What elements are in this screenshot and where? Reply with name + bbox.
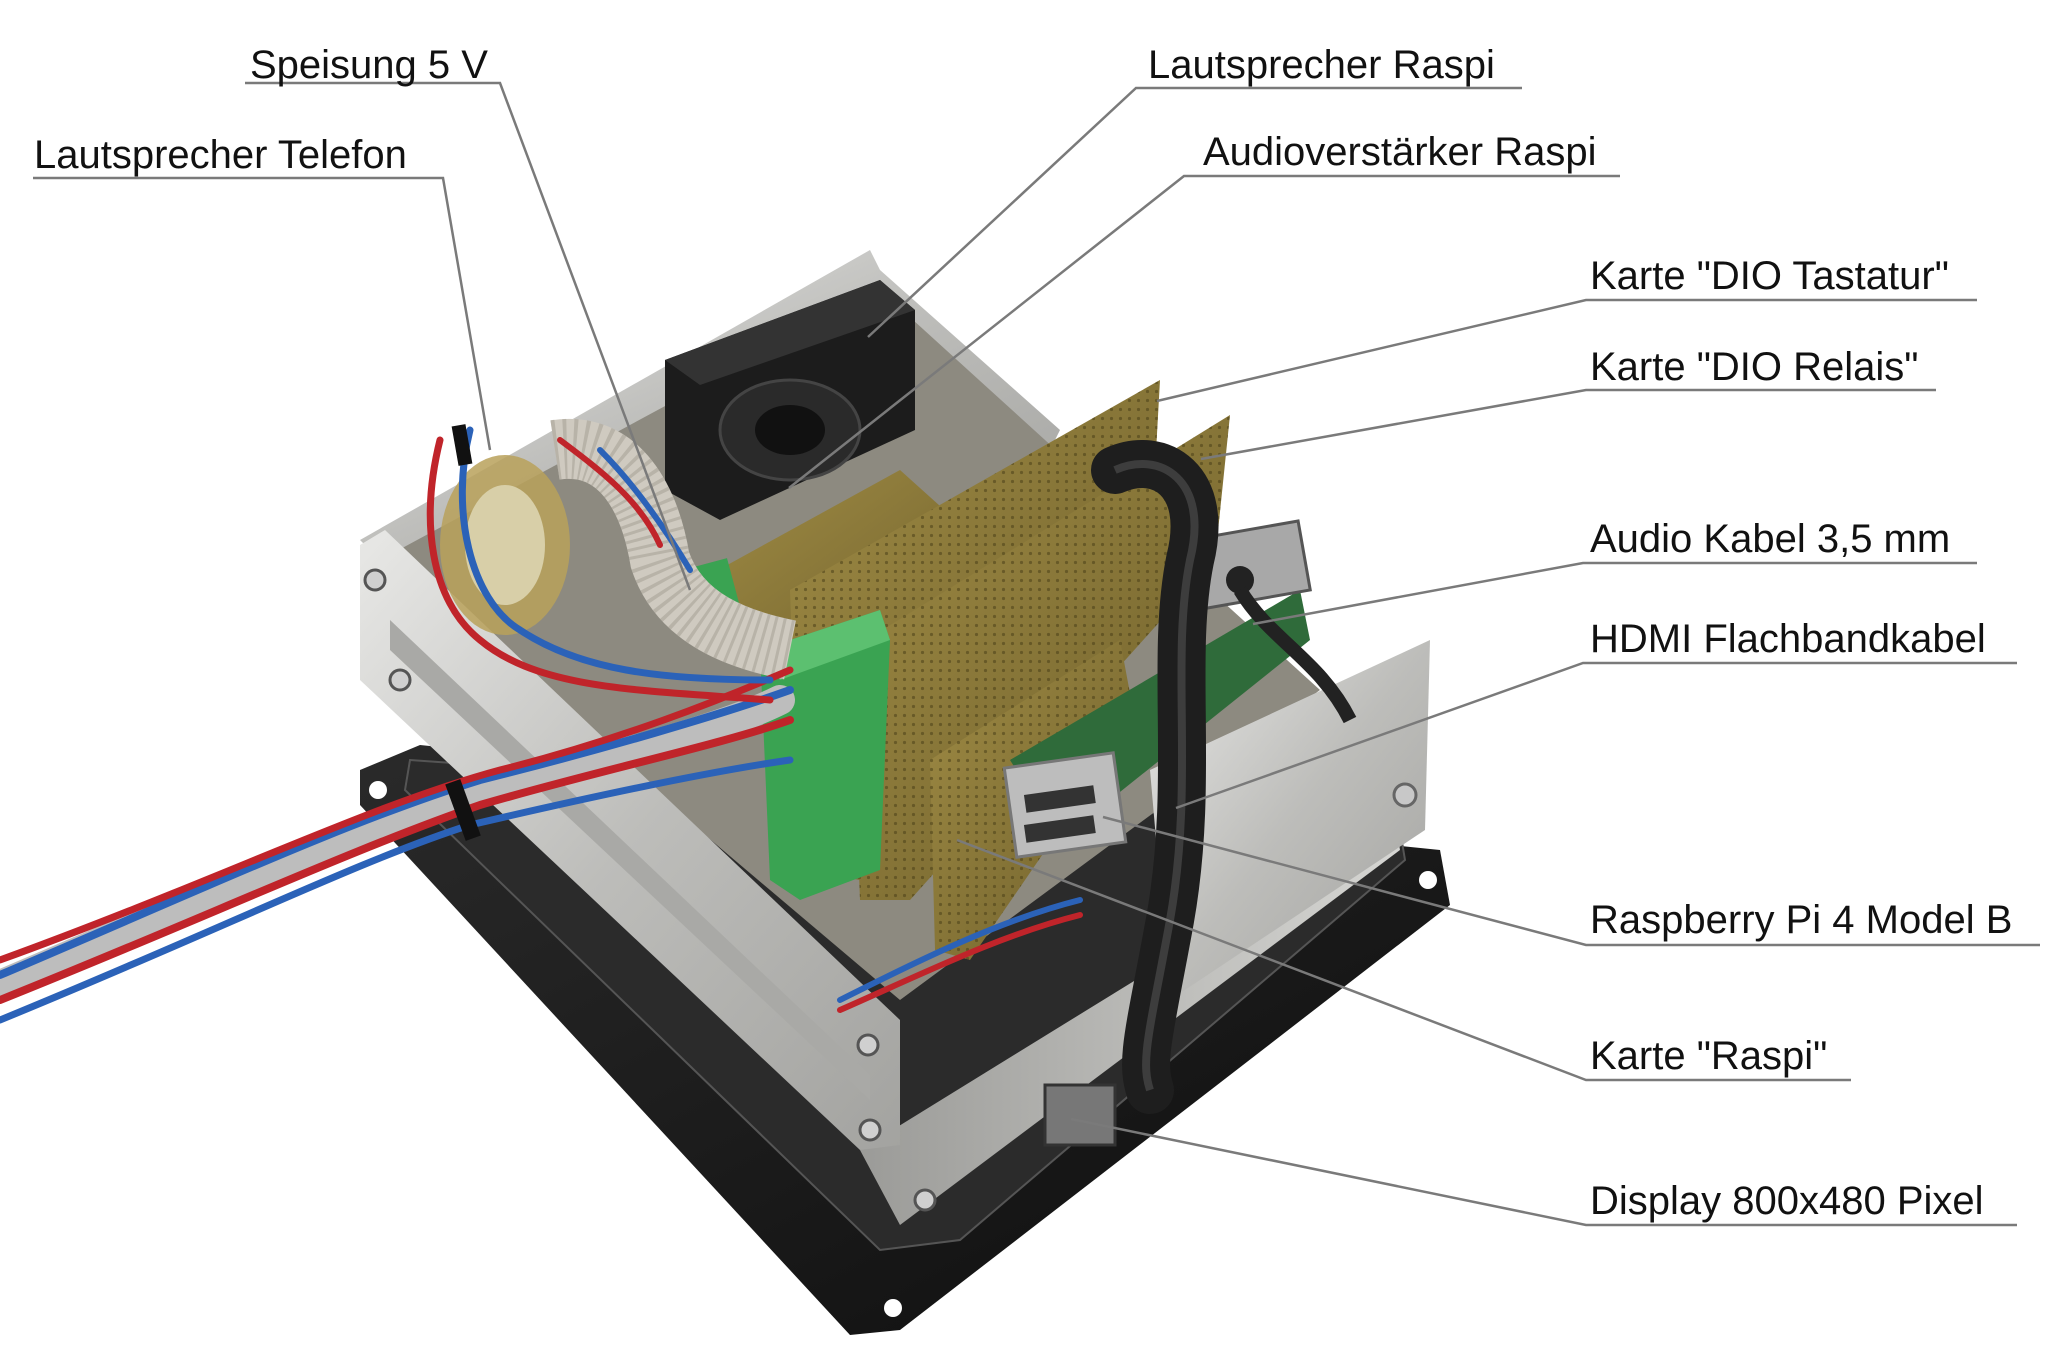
leader-lines xyxy=(33,81,2040,1227)
hdmi-ribbon-highlight xyxy=(1113,460,1199,1092)
label-display: Display 800x480 Pixel xyxy=(1590,1179,1984,1223)
leader-raspberry-pi xyxy=(1102,815,2040,947)
device-illustration xyxy=(0,250,1450,1335)
cable-tie xyxy=(451,424,473,466)
leader-audio-kabel xyxy=(1252,561,1977,626)
front-rail xyxy=(390,620,870,1100)
screw xyxy=(858,1118,882,1142)
label-audioverstaerker-raspi: Audioverstärker Raspi xyxy=(1203,130,1597,174)
leader-karte-dio-relais xyxy=(1200,388,1936,461)
screw xyxy=(363,568,387,592)
label-hdmi-flachbandkabel: HDMI Flachbandkabel xyxy=(1590,617,1986,661)
screw xyxy=(856,1033,880,1057)
label-lautsprecher-raspi: Lautsprecher Raspi xyxy=(1148,43,1495,87)
leader-speisung xyxy=(245,81,692,591)
audio-jack-block xyxy=(1188,519,1357,724)
leader-karte-dio-tastatur xyxy=(1156,298,1977,403)
label-raspberry-pi: Raspberry Pi 4 Model B xyxy=(1590,898,2013,942)
leader-lautsprecher-raspi xyxy=(867,86,1522,338)
hdmi-connector xyxy=(1043,1083,1117,1147)
leader-audioverstaerker xyxy=(788,174,1620,489)
screw xyxy=(913,1188,937,1212)
base-plate-hole xyxy=(1419,871,1437,889)
leader-hdmi xyxy=(1175,661,2017,810)
base-plate-hole xyxy=(369,781,387,799)
screw xyxy=(1392,782,1418,808)
leader-display xyxy=(1070,1117,2017,1227)
base-plate-hole xyxy=(884,1299,902,1317)
label-karte-dio-tastatur: Karte "DIO Tastatur" xyxy=(1590,254,1949,298)
label-audio-kabel: Audio Kabel 3,5 mm xyxy=(1590,517,1951,561)
speaker-telefon xyxy=(440,455,570,635)
label-karte-raspi: Karte "Raspi" xyxy=(1590,1034,1828,1078)
label-karte-dio-relais: Karte "DIO Relais" xyxy=(1590,345,1919,389)
cable-tie xyxy=(445,779,481,841)
leader-karte-raspi xyxy=(956,838,1851,1082)
speaker-raspi xyxy=(665,280,915,520)
right-wall xyxy=(1150,640,1430,1000)
leader-lautsprecher-telefon xyxy=(33,176,492,451)
label-lautsprecher-telefon: Lautsprecher Telefon xyxy=(34,133,407,177)
screw xyxy=(388,668,412,692)
label-speisung: Speisung 5 V xyxy=(250,43,488,87)
